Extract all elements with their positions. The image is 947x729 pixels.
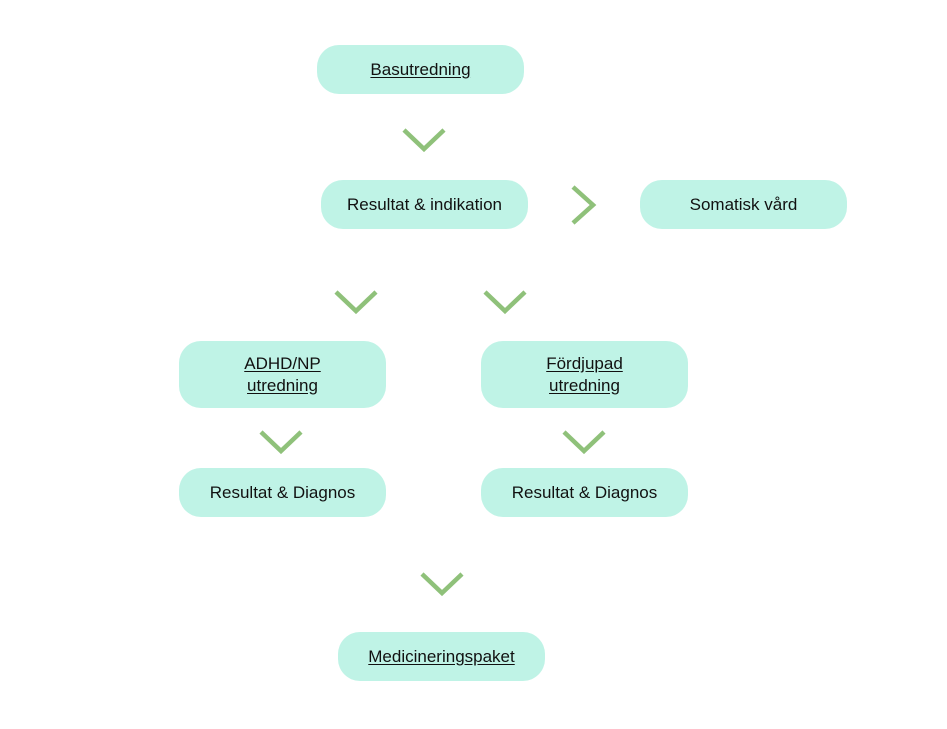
node-resultat-indikation: Resultat & indikation xyxy=(321,180,528,229)
resultat-diagnos-right-label: Resultat & Diagnos xyxy=(511,482,658,502)
node-resultat-diagnos-left: Resultat & Diagnos xyxy=(179,468,386,517)
chevron-down-icon xyxy=(402,128,446,153)
fordjupad-line1: Fördjupad xyxy=(546,353,623,373)
node-fordjupad-utredning[interactable]: Fördjupad utredning xyxy=(481,341,688,408)
medicineringspaket-link[interactable]: Medicineringspaket xyxy=(368,646,515,666)
adhd-np-line2: utredning xyxy=(247,375,318,395)
chevron-down-icon xyxy=(483,290,527,315)
basutredning-link[interactable]: Basutredning xyxy=(370,59,471,79)
resultat-diagnos-left-label: Resultat & Diagnos xyxy=(209,482,356,502)
node-adhd-np-utredning[interactable]: ADHD/NP utredning xyxy=(179,341,386,408)
fordjupad-line2: utredning xyxy=(549,375,620,395)
chevron-down-icon xyxy=(562,430,606,455)
chevron-right-icon xyxy=(571,185,597,225)
node-resultat-diagnos-right: Resultat & Diagnos xyxy=(481,468,688,517)
node-basutredning[interactable]: Basutredning xyxy=(317,45,524,94)
node-somatisk-vard: Somatisk vård xyxy=(640,180,847,229)
chevron-down-icon xyxy=(334,290,378,315)
node-medicineringspaket[interactable]: Medicineringspaket xyxy=(338,632,545,681)
adhd-np-utredning-link[interactable]: ADHD/NP utredning xyxy=(244,353,321,397)
resultat-indikation-label: Resultat & indikation xyxy=(347,194,502,214)
chevron-down-icon xyxy=(259,430,303,455)
adhd-np-line1: ADHD/NP xyxy=(244,353,321,373)
somatisk-vard-label: Somatisk vård xyxy=(689,194,798,214)
chevron-down-icon xyxy=(420,572,464,597)
fordjupad-utredning-link[interactable]: Fördjupad utredning xyxy=(546,353,623,397)
